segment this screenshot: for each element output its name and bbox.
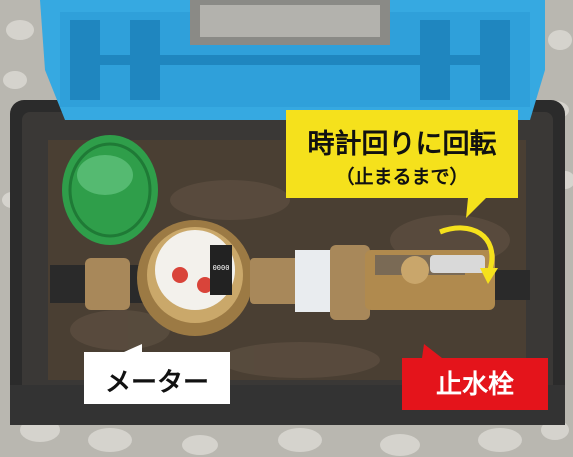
stop-valve-label: 止水栓 <box>402 344 548 410</box>
stop-valve <box>365 250 530 310</box>
stop-valve-label-bubble <box>402 344 548 410</box>
blue-lid <box>40 0 545 120</box>
rotation-instruction-note: （止まるまで） <box>335 166 469 188</box>
rotation-instruction: 時計回りに回転 <box>307 129 497 160</box>
clockwise-arrow <box>439 225 495 271</box>
water-meter: 0000 <box>137 220 253 336</box>
meter-label-bubble <box>84 344 230 404</box>
stop-valve-label-text: 止水栓 <box>435 370 514 400</box>
meter-label-text: メーター <box>104 368 209 398</box>
meter-digits: 0000 <box>213 264 230 272</box>
rotation-callout: 時計回りに回転 （止まるまで） <box>286 110 526 218</box>
rotation-callout-bubble <box>286 110 518 218</box>
green-meter-cap <box>62 135 158 245</box>
meter-label: メーター <box>84 344 230 404</box>
